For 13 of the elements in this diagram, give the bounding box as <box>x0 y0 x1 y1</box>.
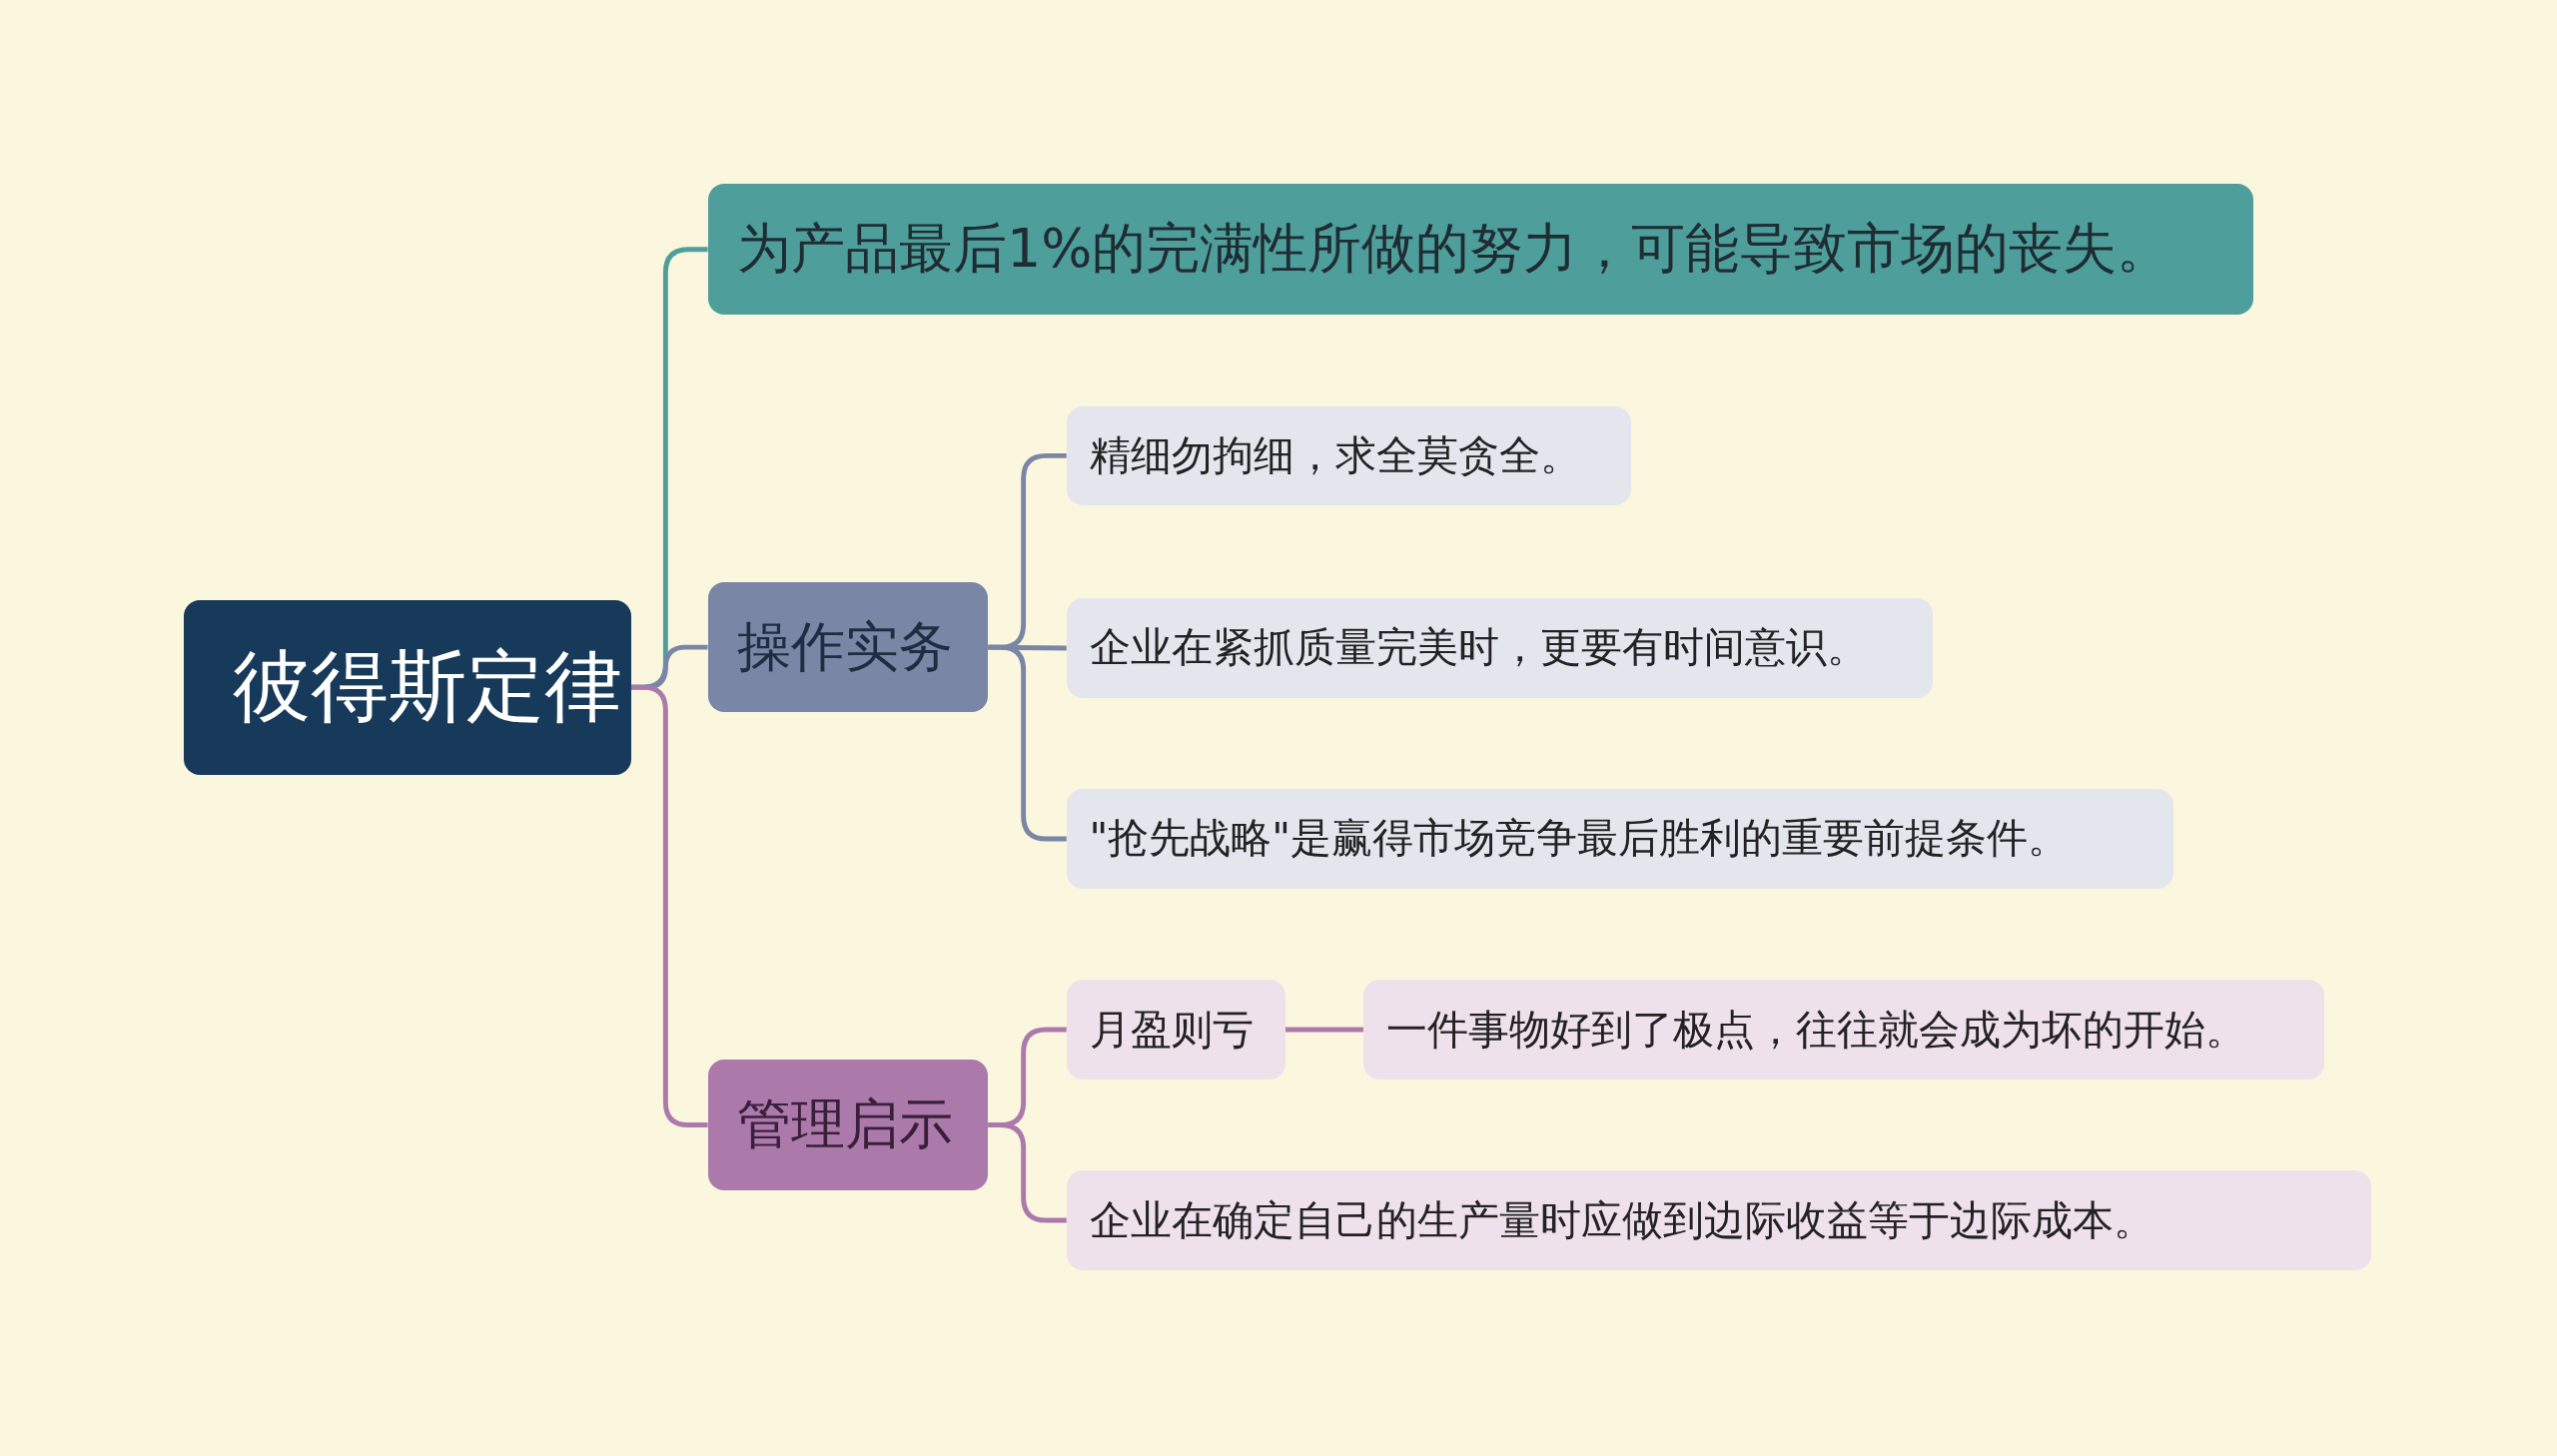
subtopic-box: "抢先战略"是赢得市场竞争最后胜利的重要前提条件。 <box>1066 789 2174 889</box>
topic-box: 操作实务 <box>707 581 989 713</box>
subtopic-box: 企业在紧抓质量完美时，更要有时间意识。 <box>1066 598 1933 698</box>
connector-line <box>988 644 1067 842</box>
subtopic-box: 精细勿拘细，求全莫贪全。 <box>1066 405 1631 506</box>
connector-line <box>1284 1027 1363 1033</box>
connector-line <box>988 1122 1067 1223</box>
subtopic-box: 企业在确定自己的生产量时应做到边际收益等于边际成本。 <box>1066 1170 2371 1270</box>
topic-box: 管理启示 <box>707 1060 989 1190</box>
root-topic-box: 彼得斯定律 <box>184 599 631 775</box>
subtopic-box: 一件事物好到了极点，往往就会成为坏的开始。 <box>1362 980 2324 1080</box>
subtopic-box: 月盈则亏 <box>1066 980 1285 1080</box>
topic-box: 为产品最后1%的完满性所做的努力，可能导致市场的丧失。 <box>707 184 2254 316</box>
